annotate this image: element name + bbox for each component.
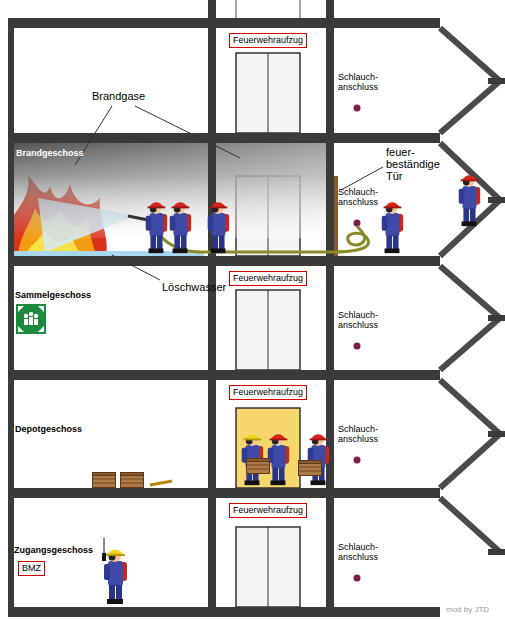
sign-person xyxy=(34,319,38,325)
sign-arrow xyxy=(18,306,24,312)
firefighter xyxy=(268,434,289,485)
landing xyxy=(488,197,505,203)
floor-slab xyxy=(8,370,440,380)
shaft-wall xyxy=(208,0,216,617)
elevator-door xyxy=(236,527,300,607)
spare-nozzle xyxy=(150,481,172,485)
node-text: Feuerwehraufzug xyxy=(233,35,303,46)
hose-connection-dot xyxy=(354,105,361,112)
sign-person xyxy=(24,314,28,318)
floor-label: Sammelgeschoss xyxy=(15,290,91,300)
carried-crate xyxy=(247,459,270,474)
stair-flight xyxy=(440,266,500,318)
node-text: Feuerwehraufzug xyxy=(233,273,303,284)
floor-slab xyxy=(8,18,440,28)
radio-antenna xyxy=(104,538,105,553)
equipment-crate xyxy=(121,473,144,488)
elevator-door xyxy=(236,53,300,133)
bmz-sign: BMZ xyxy=(18,561,45,576)
node-text: Feuerwehraufzug xyxy=(233,505,303,516)
stair-flight xyxy=(440,318,500,370)
hose-connection-dot xyxy=(354,575,361,582)
sign-arrow xyxy=(38,326,44,332)
landing xyxy=(488,549,505,555)
landing xyxy=(488,78,505,84)
stair-flight xyxy=(440,28,500,81)
hose-connection-label: Schlauch- anschluss xyxy=(338,310,384,331)
equipment-crate xyxy=(93,473,116,488)
sign-ground xyxy=(16,304,46,334)
staircase xyxy=(440,28,500,552)
shaft-line xyxy=(300,0,301,18)
sign-person xyxy=(34,314,38,318)
shaft-line xyxy=(236,0,237,18)
hose-connection-label: Schlauch- anschluss xyxy=(338,424,384,445)
firefighter xyxy=(308,434,329,485)
open-elevator xyxy=(236,408,300,488)
node-text: Feuerwehraufzug xyxy=(233,387,303,398)
door-split xyxy=(268,53,269,133)
firefighter xyxy=(382,202,403,253)
hose-connection-label: Schlauch- anschluss xyxy=(338,542,384,563)
firefighter xyxy=(208,202,229,253)
elevator-sign: Feuerwehraufzug xyxy=(229,33,307,48)
outer-wall xyxy=(8,18,14,617)
stair-flight xyxy=(440,380,500,434)
door-split xyxy=(268,290,269,370)
assembly-sign xyxy=(16,304,46,334)
structure xyxy=(8,0,440,617)
leader-line xyxy=(135,106,240,158)
nozzle xyxy=(128,216,148,220)
elevator-sign: Feuerwehraufzug xyxy=(229,503,307,518)
firefighter-commander xyxy=(104,550,127,605)
shaft-wall xyxy=(326,0,334,617)
firefighter xyxy=(459,175,480,226)
landing xyxy=(488,315,505,321)
hose-connection-dot xyxy=(354,220,361,227)
callout-label: feuer- beständige Tür xyxy=(386,146,448,182)
hose-connection-dot xyxy=(354,343,361,350)
node-text: BMZ xyxy=(22,563,41,574)
firefighter xyxy=(170,202,191,253)
floor-label: Brandgeschoss xyxy=(16,148,84,158)
firefighter xyxy=(146,202,167,253)
radio xyxy=(102,553,106,561)
callout-label: Löschwasser xyxy=(162,281,226,294)
stair-flight xyxy=(440,81,500,133)
callout-label: Brandgase xyxy=(92,90,145,103)
door-split xyxy=(268,527,269,607)
fire-door xyxy=(334,176,338,256)
watermark: mod by JTD xyxy=(446,605,489,614)
leader-line xyxy=(112,255,160,280)
floor-slab xyxy=(8,488,440,498)
hose-connection-dot xyxy=(354,457,361,464)
stair-flight xyxy=(440,434,500,488)
hose-connections xyxy=(354,105,361,582)
sign-person xyxy=(24,319,28,325)
elevator-sign: Feuerwehraufzug xyxy=(229,385,307,400)
floor-slab xyxy=(8,256,440,266)
sign-arrow xyxy=(18,326,24,332)
sign-arrow xyxy=(38,306,44,312)
elevator-door xyxy=(236,290,300,370)
leader-line xyxy=(341,167,383,190)
elevator-sign: Feuerwehraufzug xyxy=(229,271,307,286)
hose-connection-label: Schlauch- anschluss xyxy=(338,72,384,93)
sign-person xyxy=(29,312,33,316)
hose-connection-label: Schlauch- anschluss xyxy=(338,187,384,208)
stair-landings xyxy=(488,78,505,555)
sign-person xyxy=(29,317,33,325)
floor-label: Depotgeschoss xyxy=(15,424,82,434)
stair-flight xyxy=(440,498,500,552)
leader-lines xyxy=(75,106,383,280)
floor-slab xyxy=(8,133,440,143)
landing xyxy=(488,431,505,437)
carried-crate xyxy=(299,461,322,476)
floor-label: Zugangsgeschoss xyxy=(14,545,93,555)
floor-slab xyxy=(8,607,440,617)
